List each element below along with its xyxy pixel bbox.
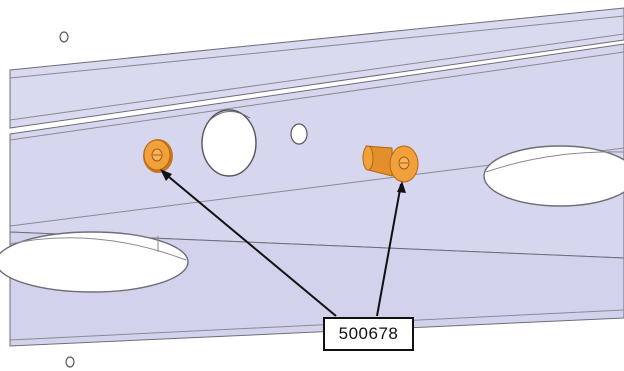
lower-plate-edge-line-2 xyxy=(9,309,624,341)
right-large-cutout xyxy=(483,145,624,207)
main-plate-bend-line xyxy=(9,51,624,141)
bushing-right-icon xyxy=(362,145,419,183)
leader-line-right xyxy=(376,183,402,317)
leader-line-left xyxy=(162,171,337,317)
part-number-callout: 500678 xyxy=(323,317,414,351)
center-hole-wall xyxy=(209,111,251,121)
left-large-cutout xyxy=(0,231,189,293)
upper-plate-edge-line-2 xyxy=(9,33,624,121)
leader-arrowhead-right xyxy=(397,181,406,193)
right-cutout-rim xyxy=(485,151,624,173)
leader-arrowhead-left xyxy=(160,169,172,181)
center-round-hole xyxy=(201,109,257,177)
left-cutout-rim xyxy=(9,237,187,261)
bottom-flange-hole xyxy=(65,356,75,368)
upper-plate-edge-line xyxy=(9,15,624,79)
upper-flange-hole xyxy=(59,31,69,43)
small-hole xyxy=(290,123,308,145)
bushing-left-icon xyxy=(143,139,173,173)
main-plate-face xyxy=(9,43,624,259)
